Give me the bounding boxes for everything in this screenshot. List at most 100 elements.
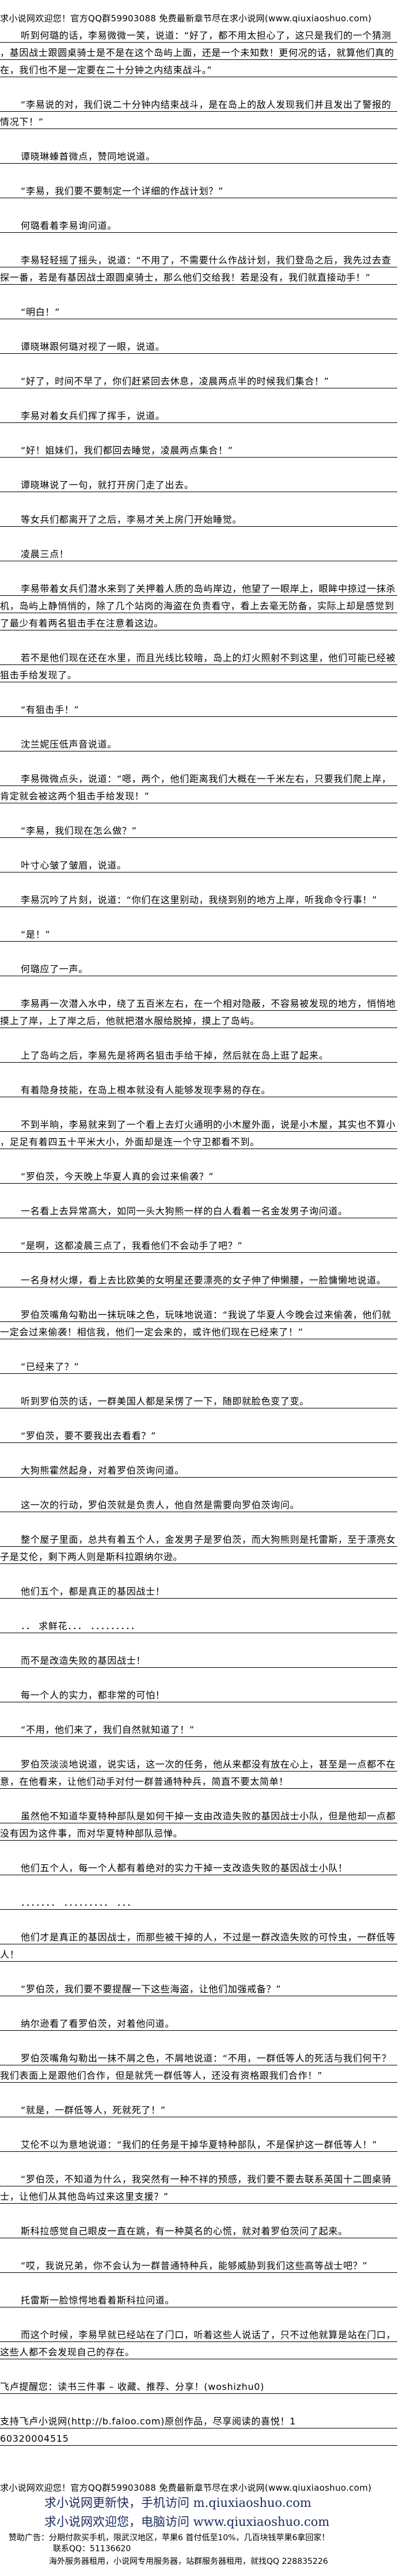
text-line: ，足足有着四五十平米大小，外面却是连一个守卫都看不到。 (0, 1132, 397, 1149)
paragraph: 托雷斯一脸惊愕地看着斯科拉问道。 (0, 2290, 397, 2307)
paragraph: “李易，我们要不要制定一个详细的作战计划？” (0, 181, 397, 198)
server-rental-ad[interactable]: 海外服务器租用，小说网专用服务器，站群服务器租用，就找QQ 228835226 (49, 2557, 328, 2566)
text-line: 罗伯茨淡淡地说道，说实话，这一次的任务，他从来都没有放在心上，甚至是一点都不在 (0, 1754, 397, 1772)
paragraph: 这一次的行动，罗伯茨就是负责人，他自然是需要向罗伯茨询问。 (0, 1495, 397, 1512)
paragraph: “李易，我们现在怎么做？” (0, 821, 397, 838)
paragraph: 虽然他不知道华夏特种部队是如何干掉一支由改造失败的基因战士小队，但是他却一点都没… (0, 1806, 397, 1841)
text-line: 我们表面上是跟他们合作，但是就凭一群低等人，还没有资格跟我们合作！” (0, 2065, 397, 2083)
paragraph: 何璐看着李易询问道。 (0, 216, 397, 233)
text-line: 大狗熊霍然起身，对着罗伯茨询问道。 (0, 1460, 397, 1478)
text-line: 一名身材火爆，看上去比欧美的女明星还要漂亮的女子伸了伸懒腰，一脸慵懒地说道。 (0, 1270, 397, 1287)
paragraph: 而这个时候，李易早就已经站在了门口，听着这些人说话了，只不过他就算是站在门口，这… (0, 2325, 397, 2359)
paragraph: “有狙击手！” (0, 700, 397, 717)
text-line: 每一个人的实力，都非常的可怕！ (0, 1685, 397, 1702)
text-line: 探一番，若是有基因战士跟圆桌骑士，那么他们交给我！若是没有，我们就直接动手！” (0, 267, 397, 285)
text-line: 他们才是真正的基因战士，而那些被干掉的人，不过是一群改造失败的可怜虫，一群低等 (0, 1927, 397, 1944)
text-line: 了最少有着两名狙击手在注意着这边。 (0, 613, 397, 630)
paragraph: 叶寸心皱了皱眉，说道。 (0, 855, 397, 872)
paragraph: 有着隐身技能，在岛上根本就没有人能够发现李易的存在。 (0, 1080, 397, 1097)
text-line: “明白！” (0, 302, 397, 319)
text-line: 飞卢提醒您：读书三件事 – 收藏、推荐、分享！(woshizhu0) (0, 2377, 397, 2394)
text-line: 整个屋子里面，总共有着五个人，金发男子是罗伯茨，而大狗熊则是托雷斯，至于漂亮女 (0, 1529, 397, 1547)
text-line: 等女兵们都离开了之后，李易才关上房门开始睡觉。 (0, 509, 397, 527)
text-line: 情况下！” (0, 112, 397, 129)
text-line: ，基因战士跟圆桌骑士是不是在这个岛屿上面，还是一个未知数！更何况的话，就算他们真… (0, 43, 397, 60)
text-line: 士，让他们从其他岛屿过来这里支援？” (0, 2186, 397, 2204)
text-line: 机，岛屿上静悄悄的，除了几个站岗的海盗在负责看守，看上去毫无防备，实际上却是感觉… (0, 596, 397, 613)
site-welcome-banner: 求小说网欢迎您！官方QQ群59903088 免费最新章节尽在求小说网(www.q… (0, 13, 372, 24)
paragraph: 李易沉吟了片刻，说道：“你们在这里别动，我绕到别的地方上岸，听我命令行事！” (0, 890, 397, 907)
text-line: 这些人都不会发现自己的存在。 (0, 2342, 397, 2359)
site-welcome-banner-bottom: 求小说网欢迎您！官方QQ群59903088 免费最新章节尽在求小说网(www.q… (0, 2483, 372, 2493)
text-line: 李易微微点头，说道：“嗯，两个，他们距离我们大概在一千米左右，只要我们爬上岸， (0, 769, 397, 786)
paragraph: 听到罗伯茨的话，一群美国人都是呆愣了一下，随即就脸色变了变。 (0, 1391, 397, 1408)
sponsor-ad[interactable]: 赞助广告：分期付款买手机，限武汉地区，苹果6 首付低至10%，几百块钱苹果6拿回… (9, 2533, 330, 2543)
paragraph: 谭晓琳说了一句，就打开房门走了出去。 (0, 475, 397, 492)
paragraph: “好！姐妹们，我们都回去睡觉，凌晨两点集合！” (0, 440, 397, 458)
text-line: 纳尔逊看了看罗伯茨，对着他问道。 (0, 2014, 397, 2031)
paragraph: 若不是他们现在还在水里，而且光线比较暗，岛上的灯火照射不到这里，他们可能已经被狙… (0, 648, 397, 682)
pc-site-link[interactable]: 求小说网欢迎您，电脑访问 www.qiuxiaoshuo.com (44, 2515, 330, 2529)
paragraph: “不用，他们来了，我们自然就知道了！” (0, 1720, 397, 1737)
text-line: 艾伦不以为意地说道：“我们的任务是干掉华夏特种部队，不是保护这一群低等人！” (0, 2135, 397, 2152)
paragraph: “就是，一群低等人，死就死了！” (0, 2100, 397, 2117)
text-line: 谭晓琳跟何璐对视了一眼，说道。 (0, 337, 397, 354)
paragraph: “已经来了？” (0, 1357, 397, 1374)
text-line: 一名看上去异常高大，如同一头大狗熊一样的白人看着一名金发男子询问道。 (0, 1201, 397, 1218)
text-line: “有狙击手！” (0, 700, 397, 717)
text-line: 何璐应了一声。 (0, 959, 397, 976)
text-line: 听到何璐的话，李易微微一笑，说道：“好了，都不用太担心了，这只是我们的一个猜测 (0, 25, 397, 43)
paragraph: 李易带着女兵们潜水来到了关押着人质的岛屿岸边，他望了一眼岸上，眼眸中掠过一抹杀机… (0, 579, 397, 630)
text-line: 没有因为这件事，而对华夏特种部队忌惮。 (0, 1823, 397, 1841)
paragraph: 李易再一次潜入水中，绕了五百米左右，在一个相对隐蔽，不容易被发现的地方，悄悄地摸… (0, 994, 397, 1028)
text-line: 李易沉吟了片刻，说道：“你们在这里别动，我绕到别的地方上岸，听我命令行事！” (0, 890, 397, 907)
text-line: “就是，一群低等人，死就死了！” (0, 2100, 397, 2117)
paragraph: 整个屋子里面，总共有着五个人，金发男子是罗伯茨，而大狗熊则是托雷斯，至于漂亮女子… (0, 1529, 397, 1564)
text-line: 60320004515 (0, 2428, 397, 2446)
text-line: “好！姐妹们，我们都回去睡觉，凌晨两点集合！” (0, 440, 397, 458)
text-line: “是啊，这都凌晨三点了，我看他们不会动手了吧？” (0, 1236, 397, 1253)
text-line: 狙击手给发现了。 (0, 665, 397, 682)
text-line: “罗伯茨，不知道为什么，我突然有一种不祥的预感，我们要不要去联系英国十二圆桌骑 (0, 2169, 397, 2186)
text-line: “不用，他们来了，我们自然就知道了！” (0, 1720, 397, 1737)
text-line: 而不是改造失败的基因战士！ (0, 1650, 397, 1668)
text-line: 罗伯茨嘴角勾勒出一抹玩味之色，玩味地说道：“我说了华夏人今晚会过来偷袭，他们就 (0, 1305, 397, 1322)
text-line: 托雷斯一脸惊愕地看着斯科拉问道。 (0, 2290, 397, 2307)
text-line: 摸上了岸，上了岸之后，他就把潜水服给脱掉，摸上了岛屿。 (0, 1011, 397, 1028)
paragraph: 听到何璐的话，李易微微一笑，说道：“好了，都不用太担心了，这只是我们的一个猜测，… (0, 25, 397, 77)
text-line: “李易说的对，我们说二十分钟内结束战斗，是在岛上的敌人发现我们并且发出了警报的 (0, 95, 397, 112)
paragraph: 一名身材火爆，看上去比欧美的女明星还要漂亮的女子伸了伸懒腰，一脸慵懒地说道。 (0, 1270, 397, 1287)
text-line: 意，在他看来，让他们动手对付一群普通特种兵，简直不要太简单！ (0, 1772, 397, 1789)
text-line: 罗伯茨嘴角勾勒出一抹不屑之色，不屑地说道：“不用，一群低等人的死活与我们何干？ (0, 2048, 397, 2065)
text-line: 虽然他不知道华夏特种部队是如何干掉一支由改造失败的基因战士小队，但是他却一点都 (0, 1806, 397, 1823)
paragraph: “罗伯茨，今天晚上华夏人真的会过来偷袭？” (0, 1166, 397, 1184)
paragraph: “是！” (0, 924, 397, 942)
text-line: 在，我们也不是一定要在二十分钟之内结束战斗。” (0, 60, 397, 77)
paragraph: ．．．．．．． ．．．．．．．．． ．．． (0, 1893, 397, 1910)
paragraph: 支持飞卢小说网(http://b.faloo.com)原创作品，尽享阅读的喜悦！… (0, 2411, 397, 2446)
text-line: 李易带着女兵们潜水来到了关押着人质的岛屿岸边，他望了一眼岸上，眼眸中掠过一抹杀 (0, 579, 397, 596)
mobile-site-link[interactable]: 求小说网更新快，手机访问 m.qiuxiaoshuo.com (44, 2496, 311, 2510)
paragraph: 上了岛屿之后，李易先是将两名狙击手给干掉，然后就在岛上逛了起来。 (0, 1045, 397, 1063)
text-line: 肯定就会被这两个狙击手给发现！” (0, 786, 397, 803)
text-line: ．．．．．．． ．．．．．．．．． ．．． (0, 1893, 397, 1910)
paragraph: 飞卢提醒您：读书三件事 – 收藏、推荐、分享！(woshizhu0) (0, 2377, 397, 2394)
paragraph: “哎，我说兄弟，你不会认为一群普通特种兵，能够威胁到我们这些高等战士吧？” (0, 2256, 397, 2273)
text-line: “已经来了？” (0, 1357, 397, 1374)
text-line: 而这个时候，李易早就已经站在了门口，听着这些人说话了，只不过他就算是站在门口， (0, 2325, 397, 2342)
text-line: 上了岛屿之后，李易先是将两名狙击手给干掉，然后就在岛上逛了起来。 (0, 1045, 397, 1063)
text-line: 他们五个人，每一个人都有着绝对的实力干掉一支改造失败的基因战士小队！ (0, 1858, 397, 1875)
sponsor-contact-qq: 联系QQ：51136620 (53, 2544, 131, 2554)
paragraph: 凌晨三点！ (0, 544, 397, 561)
text-line: 这一次的行动，罗伯茨就是负责人，他自然是需要向罗伯茨询问。 (0, 1495, 397, 1512)
text-line: “哎，我说兄弟，你不会认为一群普通特种兵，能够威胁到我们这些高等战士吧？” (0, 2256, 397, 2273)
paragraph: 他们五个人，每一个人都有着绝对的实力干掉一支改造失败的基因战士小队！ (0, 1858, 397, 1875)
chapter-text: 听到何璐的话，李易微微一笑，说道：“好了，都不用太担心了，这只是我们的一个猜测，… (0, 25, 397, 2463)
text-line: 不到半晌，李易就来到了一个看上去灯火通明的小木屋外面，说是小木屋，其实也不算小 (0, 1115, 397, 1132)
text-line: “是！” (0, 924, 397, 942)
paragraph: 他们五个，都是真正的基因战士！ (0, 1581, 397, 1599)
paragraph: 罗伯茨嘴角勾勒出一抹不屑之色，不屑地说道：“不用，一群低等人的死活与我们何干？我… (0, 2048, 397, 2083)
text-line: 凌晨三点！ (0, 544, 397, 561)
text-line: “罗伯茨，今天晚上华夏人真的会过来偷袭？” (0, 1166, 397, 1184)
text-line: 有着隐身技能，在岛上根本就没有人能够发现李易的存在。 (0, 1080, 397, 1097)
